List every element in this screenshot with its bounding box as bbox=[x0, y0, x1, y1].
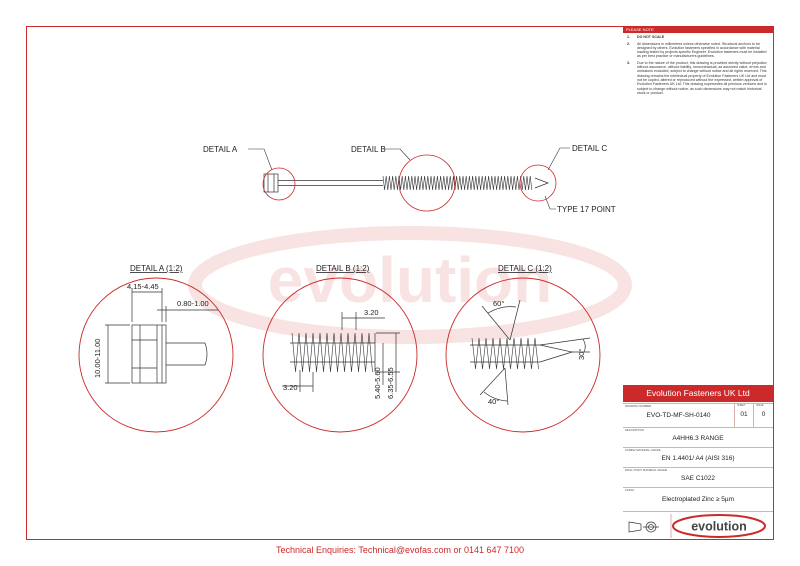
projection-symbol-icon bbox=[628, 521, 659, 533]
detail-b-label: DETAIL B bbox=[351, 145, 386, 154]
dim-a-flange: 0.80-1.00 bbox=[177, 299, 209, 308]
dim-c-top: 60° bbox=[493, 299, 504, 308]
technical-enquiries-footer: Technical Enquiries: Technical@evofas.co… bbox=[275, 545, 525, 555]
finish-cell: FINISH Electroplated Zinc ≥ 5µm bbox=[623, 487, 773, 511]
watermark-text: evolution bbox=[268, 244, 552, 316]
dim-c-bottom: 40° bbox=[488, 397, 499, 406]
sheet-number: 01 bbox=[740, 411, 748, 418]
detail-c-title: DETAIL C (1:2) bbox=[498, 264, 552, 273]
thread-section bbox=[382, 175, 533, 191]
detail-a-label: DETAIL A bbox=[203, 145, 238, 154]
detail-a-head bbox=[105, 288, 218, 384]
sheet-cell: SHEET 01 bbox=[735, 403, 754, 427]
detail-c-tip bbox=[470, 299, 591, 406]
company-name: Evolution Fasteners UK Ltd bbox=[623, 385, 773, 402]
svg-text:evolution: evolution bbox=[691, 520, 747, 534]
logo-row: evolution bbox=[623, 511, 773, 540]
drill-point-cell: DRILL POINT MATERIAL GRADE SAE C1022 bbox=[623, 467, 773, 487]
dim-a-head: 4.15-4.45 bbox=[127, 282, 159, 291]
dim-b-minor: 5.40-5.60 bbox=[373, 367, 382, 399]
detail-a-title: DETAIL A (1:2) bbox=[130, 264, 183, 273]
note-item: 1.DO NOT SCALE bbox=[627, 35, 665, 40]
issue-cell: ISSUE 0 bbox=[754, 403, 773, 427]
detail-b-title: DETAIL B (1:2) bbox=[316, 264, 370, 273]
material: EN 1.4401/ A4 (AISI 316) bbox=[661, 455, 735, 462]
drill-point-material: SAE C1022 bbox=[681, 475, 715, 482]
detail-c-circle bbox=[445, 277, 601, 433]
detail-c-label: DETAIL C bbox=[572, 144, 607, 153]
detail-b-circle bbox=[262, 277, 418, 433]
drawing-number-cell: DRAWING NUMBER EVO-TD-MF-SH-0140 bbox=[623, 403, 735, 427]
detail-a-circle bbox=[78, 277, 234, 433]
note-item: 2.All dimensions in millimetres unless o… bbox=[627, 41, 767, 59]
issue-number: 0 bbox=[761, 411, 766, 418]
detail-b-marker bbox=[398, 154, 456, 212]
drawing-number: EVO-TD-MF-SH-0140 bbox=[646, 412, 711, 419]
dim-b-pitch-bottom: 3.20 bbox=[283, 383, 298, 392]
note-item: 3.Due to the nature of the product, this… bbox=[627, 60, 768, 95]
detail-b-thread bbox=[282, 312, 400, 392]
description-cell: DESCRIPTION A4HH6.3 RANGE bbox=[623, 427, 773, 447]
material-cell: SCREW MATERIAL GRADE EN 1.4401/ A4 (AISI… bbox=[623, 447, 773, 467]
detail-a-marker bbox=[262, 167, 296, 201]
dim-b-major: 6.35-6.55 bbox=[386, 367, 395, 399]
detail-c-marker bbox=[519, 164, 557, 202]
drawing-frame bbox=[26, 26, 774, 540]
finish: Electroplated Zinc ≥ 5µm bbox=[662, 496, 734, 503]
type17-label: TYPE 17 POINT bbox=[557, 205, 616, 214]
evolution-logo: evolution bbox=[672, 514, 766, 538]
dim-c-side: 30° bbox=[577, 349, 586, 360]
description: A4HH6.3 RANGE bbox=[672, 435, 724, 442]
notes-panel: PLEASE NOTE 1.DO NOT SCALE 2.All dimensi… bbox=[623, 27, 773, 135]
watermark-logo: evolution bbox=[188, 226, 632, 344]
notes-heading: PLEASE NOTE bbox=[623, 27, 773, 34]
title-block: Evolution Fasteners UK Ltd DRAWING NUMBE… bbox=[623, 385, 773, 540]
screw-side-view bbox=[263, 173, 549, 193]
dim-b-pitch-top: 3.20 bbox=[364, 308, 379, 317]
dim-a-height: 10.00-11.00 bbox=[93, 339, 102, 378]
